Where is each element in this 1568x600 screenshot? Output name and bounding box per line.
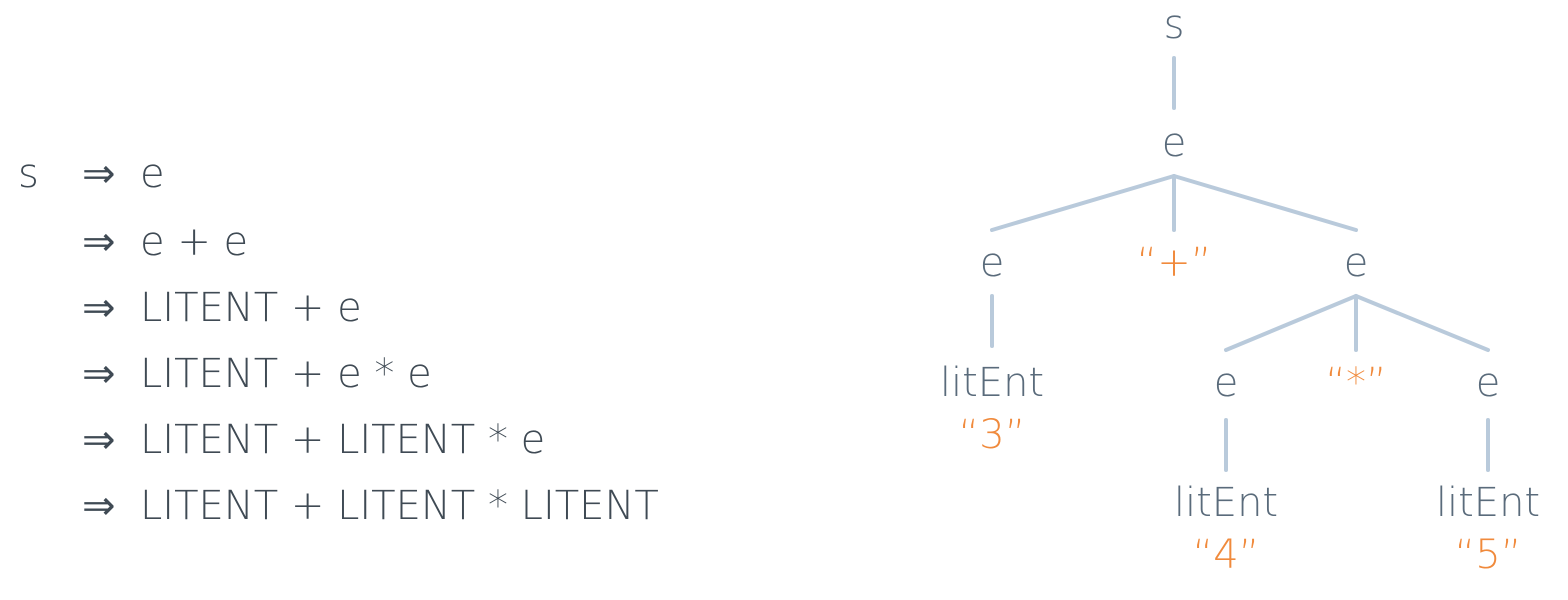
tree-node-left-e: e	[980, 240, 1005, 286]
tree-node-inner-left-e: e	[1214, 360, 1239, 406]
derives-arrow-icon: ⇒	[82, 285, 116, 331]
tree-leaf-value-3: “3”	[959, 412, 1026, 458]
tree-edge-e-left	[990, 174, 1176, 232]
derives-arrow-icon: ⇒	[82, 219, 116, 265]
derivation-step-3: ⇒ LITENT + e	[82, 284, 362, 332]
derives-arrow-icon: ⇒	[82, 351, 116, 397]
tree-leaf-value-5: “5”	[1455, 532, 1522, 578]
tree-edge-inner-right	[1354, 294, 1490, 352]
derivation-step-3-text: LITENT + e	[140, 285, 362, 331]
tree-node-right-e: e	[1344, 240, 1369, 286]
tree-edge-e-right	[1172, 174, 1358, 232]
tree-node-right-litent: litEnt	[1436, 480, 1540, 526]
derivation-step-1: ⇒e	[82, 150, 165, 198]
tree-leaf-star: “*”	[1325, 360, 1386, 406]
derivation-panel: s ⇒e ⇒e + e ⇒LITENT + e ⇒LITENT + e * e …	[18, 150, 659, 530]
derivation-step-4: ⇒ LITENT + e * e	[82, 350, 432, 398]
tree-node-inner-right-e: e	[1476, 360, 1501, 406]
tree-node-left-litent: litEnt	[940, 360, 1044, 406]
derivation-step-2: ⇒ e + e	[82, 218, 248, 266]
tree-edge-inner-left	[1224, 294, 1358, 352]
tree-leaf-plus: “+”	[1137, 240, 1212, 286]
tree-node-mid-litent: litEnt	[1174, 480, 1278, 526]
tree-node-expr: e	[1162, 120, 1187, 166]
derives-arrow-icon: ⇒	[82, 151, 116, 197]
tree-leaf-value-4: “4”	[1193, 532, 1260, 578]
derivation-step-6-text: LITENT + LITENT * LITENT	[140, 483, 659, 529]
derivation-step-5: ⇒ LITENT + LITENT * e	[82, 416, 545, 464]
derivation-step-5-text: LITENT + LITENT * e	[140, 417, 546, 463]
tree-node-root: s	[1164, 2, 1185, 48]
derivation-step-4-text: LITENT + e * e	[140, 351, 432, 397]
derivation-step-6: ⇒ LITENT + LITENT * LITENT	[82, 482, 659, 530]
derivation-step-1-text: e	[140, 151, 165, 197]
derives-arrow-icon: ⇒	[82, 417, 116, 463]
derivation-step-2-text: e + e	[140, 219, 249, 265]
derives-arrow-icon: ⇒	[82, 483, 116, 529]
derivation-start-symbol: s	[18, 151, 39, 197]
